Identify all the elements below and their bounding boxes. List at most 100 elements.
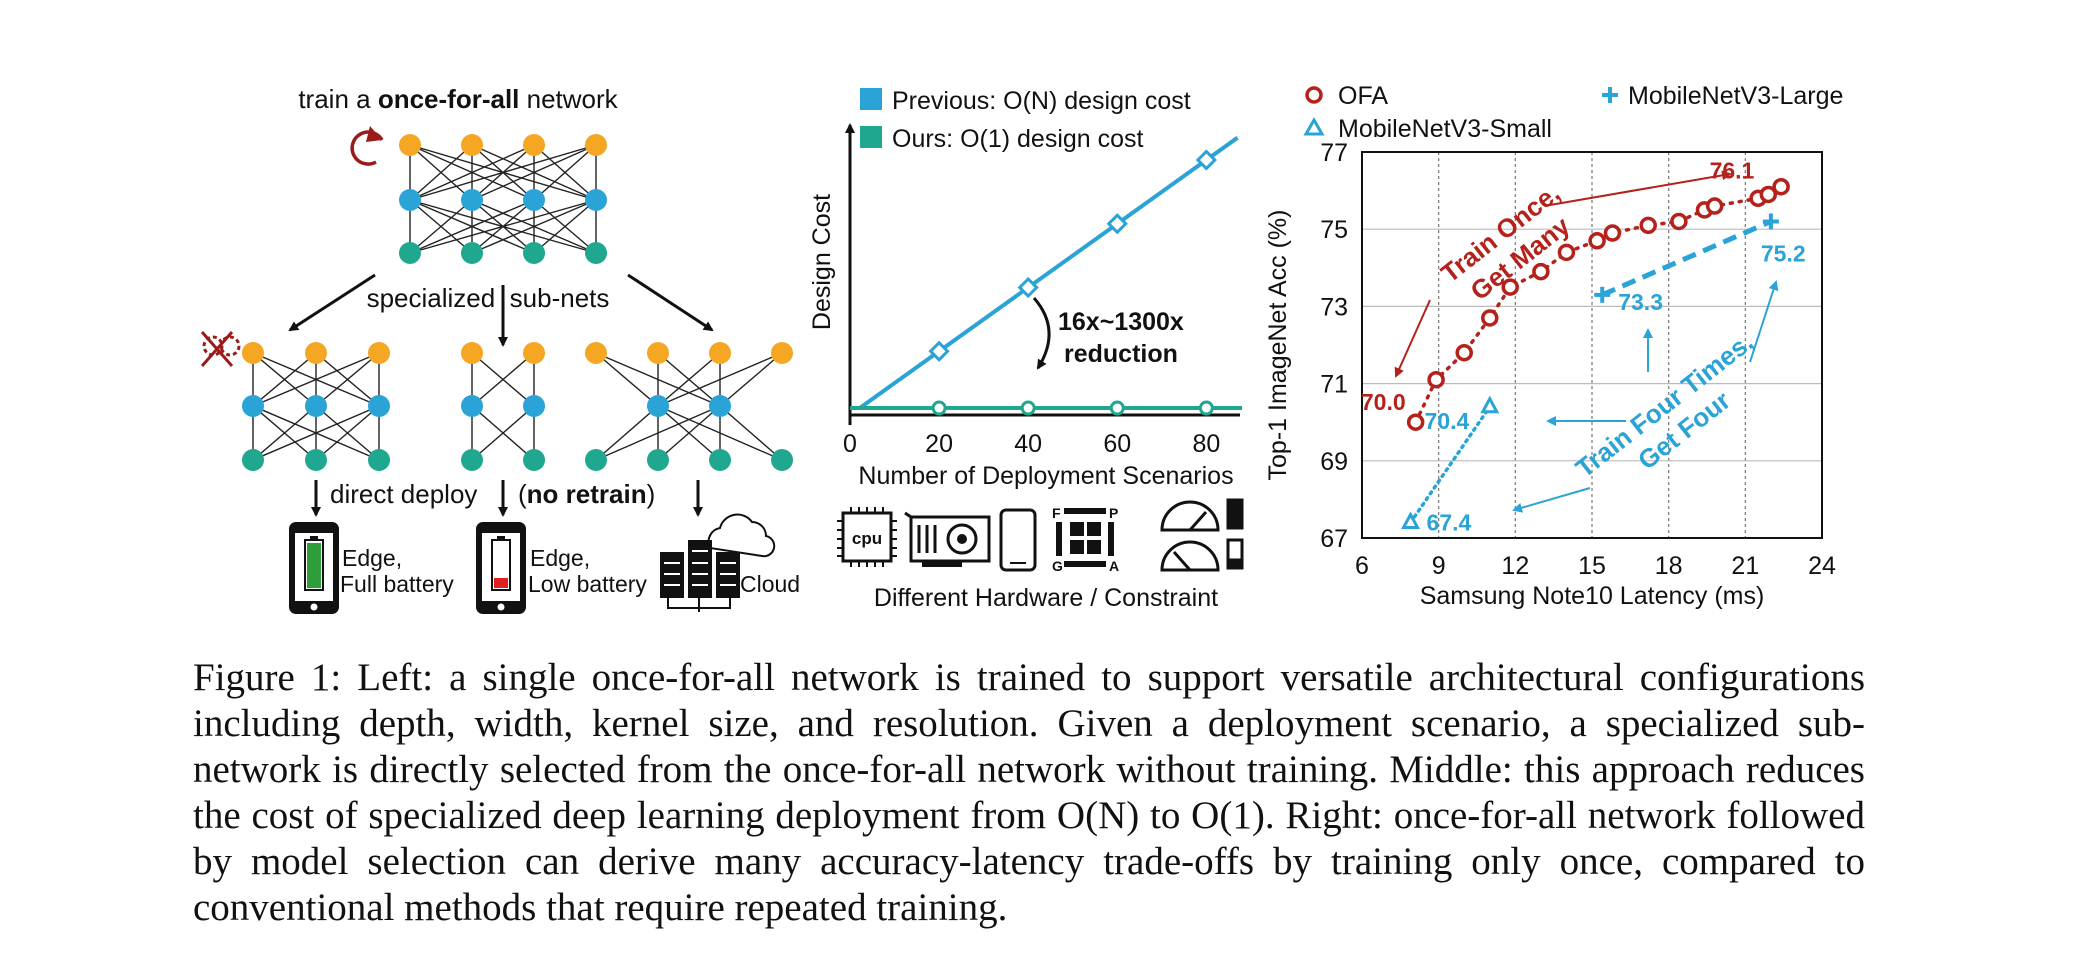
x-tick-label: 40 [1014,430,1042,458]
net-node [399,242,421,264]
x-tick-label: 21 [1731,552,1759,580]
direct-deploy-label: direct deploy [330,479,477,509]
pruned-nodes-icon [200,331,241,367]
target-2-line1: Edge, [530,545,590,571]
point-ofa [1427,370,1445,389]
svg-text:G: G [1052,558,1063,574]
legend-label-ofa: OFA [1338,82,1388,110]
point-ofa [1759,185,1778,204]
point-previous [1017,276,1039,299]
ofa-network-diagram: train a once-for-all network specialized… [200,84,800,614]
hardware-label: Different Hardware / Constraint [874,584,1218,612]
net-node [368,395,390,417]
x-tick-label: 6 [1355,552,1369,580]
reduction-arrow [1032,297,1051,370]
target-2-line2: Low battery [528,571,647,597]
grid-lines [1362,152,1822,538]
point-ofa [1705,197,1724,215]
subnet-1 [242,342,390,471]
point-ofa [1406,413,1425,431]
point-ofa [1532,262,1550,281]
net-node [709,449,731,471]
net-node [368,449,390,471]
r-y-axis-label: Top-1 ImageNet Acc (%) [1264,210,1292,481]
net-edge [409,144,597,201]
svg-text:P: P [1109,505,1118,521]
net-edge [315,405,380,461]
legend-marker-ofa [1305,86,1323,104]
target-3-label: Cloud [740,571,800,597]
y-tick-label: 71 [1320,371,1348,399]
arrow-to-subnet-3 [627,273,714,332]
data-label: 67.4 [1427,510,1472,536]
net-edge [471,352,535,407]
net-edge [252,405,380,461]
y-tick-label: 73 [1320,293,1348,321]
point-ofa [1557,243,1576,262]
constraint-gauge-icon [1160,498,1244,572]
net-node [585,449,607,471]
data-label: 70.0 [1361,389,1406,415]
net-node [647,449,669,471]
point-mbv3-large [1594,286,1611,303]
phone-low-battery-icon [476,522,526,614]
net-edge [471,144,597,201]
x-tick-label: 15 [1578,552,1606,580]
legend-label-mbv3-small: MobileNetV3-Small [1338,115,1552,143]
net-node [647,342,669,364]
point-mbv3-small [1480,395,1500,414]
net-edge [409,144,535,201]
y-tick-label: 75 [1320,216,1348,244]
x-tick-label: 12 [1501,552,1529,580]
net-node [771,449,793,471]
legend-label-previous: Previous: O(N) design cost [892,87,1191,115]
point-ours [1198,400,1214,416]
gpu-icon [904,511,991,567]
scatter-series: 70.076.173.375.270.467.4 [1361,158,1806,536]
target-1-line2: Full battery [340,571,454,597]
net-node [771,342,793,364]
net-node [461,395,483,417]
point-ours [931,400,947,416]
series-lines [850,136,1242,416]
net-edge [409,199,473,254]
data-label: 76.1 [1710,158,1755,184]
point-ofa [1670,212,1688,231]
plot-frame [1361,151,1823,539]
point-ours [1020,400,1036,416]
net-node [305,395,327,417]
legend-swatch-ours [860,126,882,148]
point-mbv3-large [1762,213,1779,230]
x-tick-label: 9 [1432,552,1446,580]
net-node [461,189,483,211]
net-edge [595,405,721,461]
ofa-dotted-line [1413,184,1783,424]
net-node [305,342,327,364]
point-previous [1195,149,1217,171]
net-edge [719,405,783,461]
point-ofa [1772,177,1790,196]
point-ofa [1455,343,1473,362]
point-ofa [1501,278,1519,296]
figure-caption: Figure 1: Left: a single once-for-all ne… [193,656,1865,929]
x-tick-label: 0 [843,430,857,458]
legend-marker-mbv3-large [1602,87,1618,103]
data-label: 70.4 [1425,408,1470,434]
ofa-arrow-low [1394,299,1431,378]
four-arrow-4 [1512,487,1591,513]
net-node [523,242,545,264]
net-node [461,449,483,471]
arrow-to-subnet-1 [288,273,376,332]
net-edge [409,199,597,254]
train-four-annotation: Train Four Times, Get Four [1570,327,1759,484]
x-tick-label: 24 [1808,552,1836,580]
net-edge [315,352,380,407]
net-edge [409,144,473,201]
net-node [585,342,607,364]
y-tick-label: 77 [1320,139,1348,167]
legend-label-ours: Ours: O(1) design cost [892,125,1144,153]
x-tick-label: 60 [1103,430,1131,458]
point-ours [1109,400,1125,416]
